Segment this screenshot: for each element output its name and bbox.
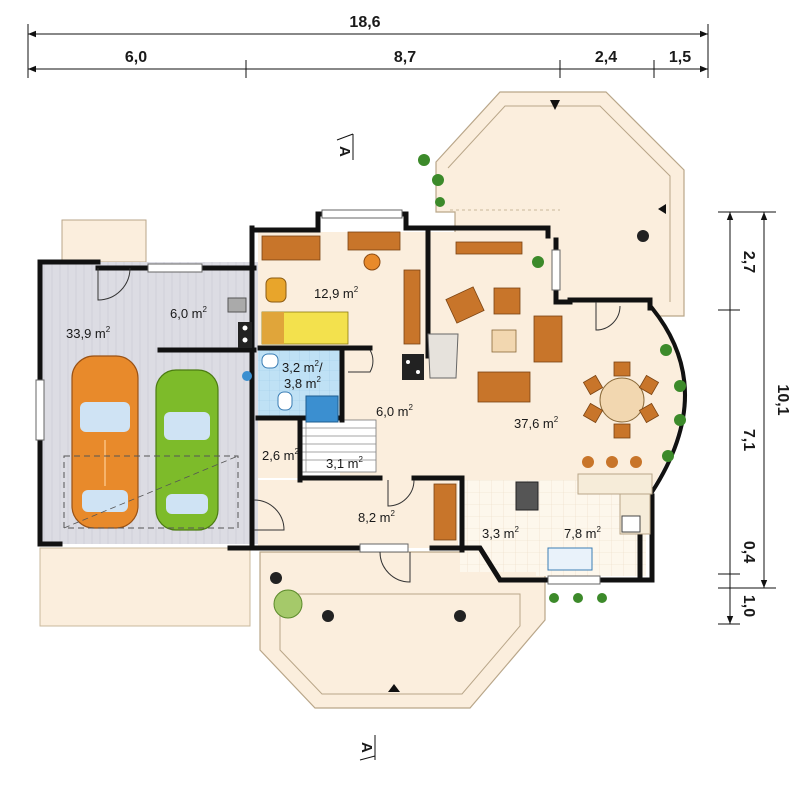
dim-depth-step: 0,4 [740,541,757,563]
garage-door-outline [63,455,239,529]
entry-porch [61,219,147,263]
terrace-arrow-right [658,204,666,214]
room-area-living: 37,6 m2 [514,415,559,431]
svg-text:A: A [358,742,375,753]
fireplace [402,333,459,380]
room-area-garage: 33,9 m2 [66,325,111,341]
car-green [155,369,219,531]
dim-width-right: 1,5 [669,49,691,66]
driveway-apron [39,547,251,627]
room-area-pantry: 3,3 m2 [482,525,520,541]
room-area-bath-a: 3,2 m2/ [282,359,323,375]
room-area-bath-b: 3,8 m2 [284,375,322,391]
living-furniture [445,241,563,403]
dim-depth-middle: 7,1 [740,429,757,451]
dim-depth-top: 2,7 [740,251,757,273]
dim-depth-total: 10,1 [774,384,791,415]
svg-text:A: A [336,146,353,157]
room-labels: 33,9 m2 6,0 m2 12,9 m2 3,2 m2/ 3,8 m2 6,… [66,285,602,541]
bottom-terrace [259,551,546,709]
section-marker-bottom: A [358,735,376,761]
dim-depth-bottom: 1,0 [740,595,757,617]
terrace-arrow-bottom [388,684,400,692]
stairs [299,419,377,473]
room-area-study: 12,9 m2 [314,285,359,301]
room-area-hall: 6,0 m2 [376,403,414,419]
room-area-entry: 8,2 m2 [358,509,396,525]
boiler [227,297,252,348]
plants [273,154,686,619]
windows [35,209,601,585]
car-orange [71,355,139,529]
room-area-boiler: 6,0 m2 [170,305,208,321]
room-area-stairs: 3,1 m2 [326,455,364,471]
dimension-lines [27,24,776,625]
study-furniture [261,231,421,345]
dim-total-width: 18,6 [349,14,380,31]
room-area-kitchen: 7,8 m2 [564,525,602,541]
stair-treads [300,420,376,472]
kitchen-furniture [433,456,653,571]
doors [97,267,621,583]
dim-width-left: 6,0 [125,49,147,66]
dining-set [582,361,660,439]
entry-floor [258,480,458,546]
lamps [270,230,649,622]
dim-width-bay: 2,4 [595,49,617,66]
room-area-storage: 2,6 m2 [262,447,300,463]
bath-fixtures [242,353,339,423]
section-marker-top: A [336,133,354,160]
terrace-arrow-top [550,100,560,110]
dim-width-middle: 8,7 [394,49,416,66]
storage-floor [258,420,298,478]
